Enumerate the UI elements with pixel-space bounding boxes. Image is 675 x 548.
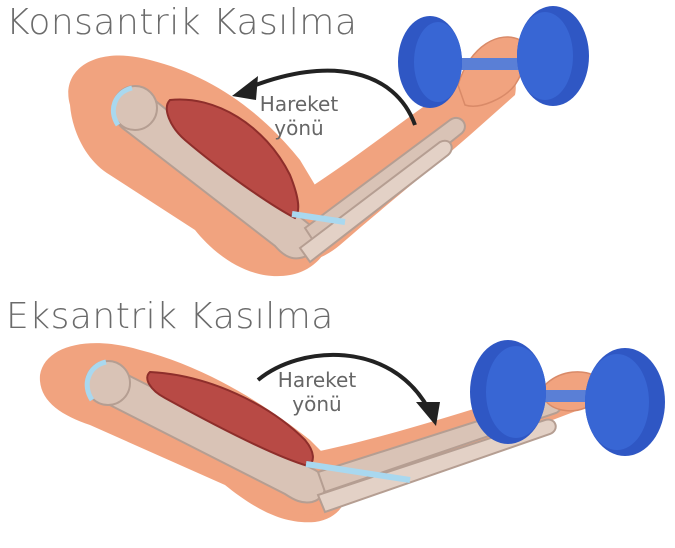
eccentric-direction-label: Hareket yönü xyxy=(262,368,372,416)
eccentric-title: Eksantrik Kasılma xyxy=(6,296,334,337)
direction-label-line1: Hareket xyxy=(262,368,372,392)
concentric-arm-illustration xyxy=(0,0,675,290)
concentric-title: Konsantrik Kasılma xyxy=(6,2,357,43)
hand xyxy=(458,37,525,106)
concentric-panel: Konsantrik Kasılma Hareket yönü xyxy=(0,0,675,290)
direction-label-line2: yönü xyxy=(262,392,372,416)
concentric-direction-label: Hareket yönü xyxy=(244,92,354,140)
direction-label-line1: Hareket xyxy=(244,92,354,116)
dumbbell-icon xyxy=(470,340,665,456)
arrow-head-icon xyxy=(416,402,440,426)
eccentric-panel: Eksantrik Kasılma Hareket yönü xyxy=(0,290,675,548)
direction-label-line2: yönü xyxy=(244,116,354,140)
